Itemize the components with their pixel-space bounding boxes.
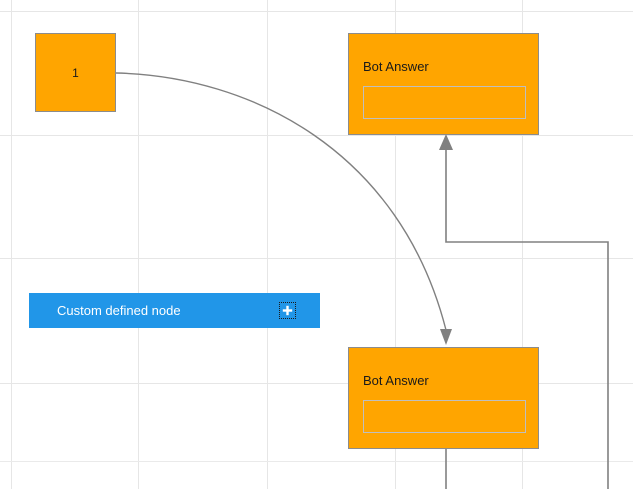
bot-answer-title: Bot Answer bbox=[363, 59, 429, 74]
edge-curved-arrowhead bbox=[440, 329, 452, 345]
custom-defined-node[interactable]: Custom defined node bbox=[29, 293, 320, 328]
edge-orthogonal-path[interactable] bbox=[445, 150, 609, 489]
custom-defined-node-label: Custom defined node bbox=[57, 303, 181, 318]
bot-answer-title: Bot Answer bbox=[363, 373, 429, 388]
square-node-1[interactable]: 1 bbox=[35, 33, 116, 112]
plus-icon[interactable] bbox=[279, 302, 296, 319]
edge-orthogonal-arrowhead bbox=[439, 134, 453, 150]
bot-answer-node-bottom[interactable]: Bot Answer bbox=[348, 347, 539, 449]
edge-curved-path[interactable] bbox=[115, 72, 447, 331]
square-node-label: 1 bbox=[72, 65, 79, 80]
bot-answer-message-slot[interactable] bbox=[363, 400, 526, 433]
bot-answer-node-top[interactable]: Bot Answer bbox=[348, 33, 539, 135]
bot-answer-message-slot[interactable] bbox=[363, 86, 526, 119]
